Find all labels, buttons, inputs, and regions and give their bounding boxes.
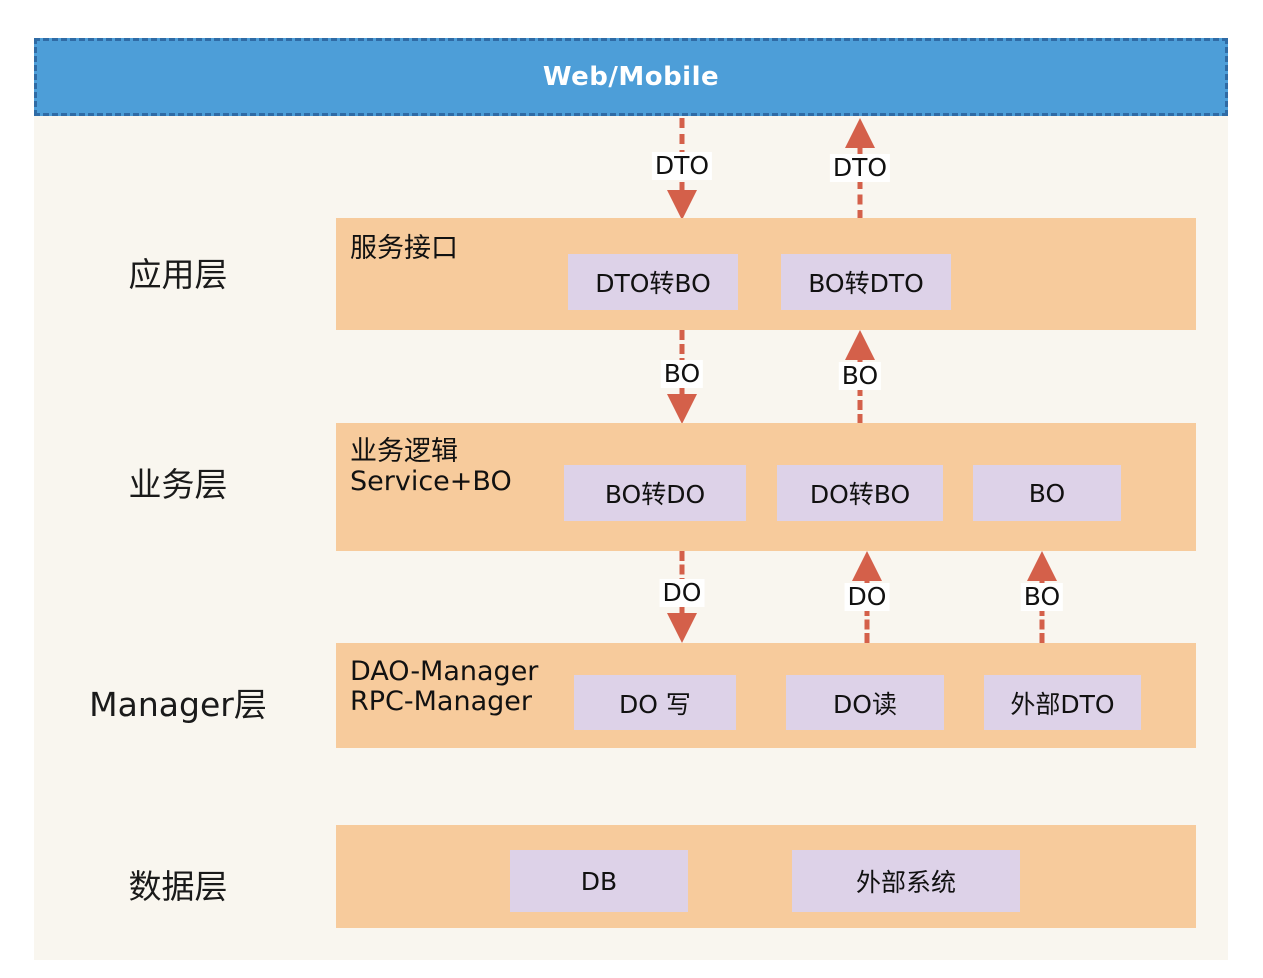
chip-do-to-bo: DO转BO: [777, 465, 943, 521]
connector-label: DTO: [651, 152, 713, 181]
web-mobile-bar: Web/Mobile: [34, 38, 1228, 116]
connector-label: BO: [838, 362, 882, 391]
chip-bo: BO: [973, 465, 1121, 521]
connector-do-down: DO: [655, 551, 709, 643]
arrowhead-up: [852, 551, 882, 581]
arrowhead-down: [667, 394, 697, 424]
connector-bo-up: BO: [833, 330, 887, 424]
connector-line: [857, 358, 863, 424]
connector-label: BO: [1020, 583, 1064, 612]
chip-dto-to-bo: DTO转BO: [568, 254, 738, 310]
band-title-manager: DAO-Manager RPC-Manager: [350, 656, 539, 718]
connector-do-up: DO: [840, 551, 894, 643]
band-data: DB 外部系统: [336, 825, 1196, 928]
chip-db: DB: [510, 850, 688, 912]
chip-bo-to-dto: BO转DTO: [781, 254, 951, 310]
layer-label-business: 业务层: [128, 465, 228, 504]
arrowhead-up: [1027, 551, 1057, 581]
chip-bo-to-do: BO转DO: [564, 465, 746, 521]
band-title-business: 业务逻辑 Service+BO: [350, 436, 512, 498]
connector-dto-up: DTO: [829, 118, 891, 220]
band-title-application: 服务接口: [350, 233, 458, 264]
band-manager: DAO-Manager RPC-Manager DO 写 DO读 外部DTO: [336, 643, 1196, 748]
chip-do-read: DO读: [786, 675, 944, 730]
layer-label-data: 数据层: [128, 867, 228, 906]
connector-line: [857, 148, 863, 220]
band-business: 业务逻辑 Service+BO BO转DO DO转BO BO: [336, 423, 1196, 551]
arrowhead-up: [845, 118, 875, 148]
connector-label: DO: [659, 579, 705, 608]
arrowhead-up: [845, 330, 875, 360]
layer-label-application: 应用层: [128, 255, 228, 294]
connector-label: BO: [660, 360, 704, 389]
web-mobile-label: Web/Mobile: [542, 62, 720, 92]
arrowhead-down: [667, 190, 697, 220]
arrowhead-down: [667, 613, 697, 643]
chip-external-system: 外部系统: [792, 850, 1020, 912]
connector-bo-up-external: BO: [1015, 551, 1069, 643]
connector-dto-down: DTO: [651, 118, 713, 220]
chip-do-write: DO 写: [574, 675, 736, 730]
band-application: 服务接口 DTO转BO BO转DTO: [336, 218, 1196, 330]
chip-external-dto: 外部DTO: [984, 675, 1141, 730]
connector-label: DO: [844, 583, 890, 612]
connector-label: DTO: [829, 154, 891, 183]
layer-label-manager: Manager层: [89, 685, 267, 724]
connector-bo-down: BO: [655, 330, 709, 424]
